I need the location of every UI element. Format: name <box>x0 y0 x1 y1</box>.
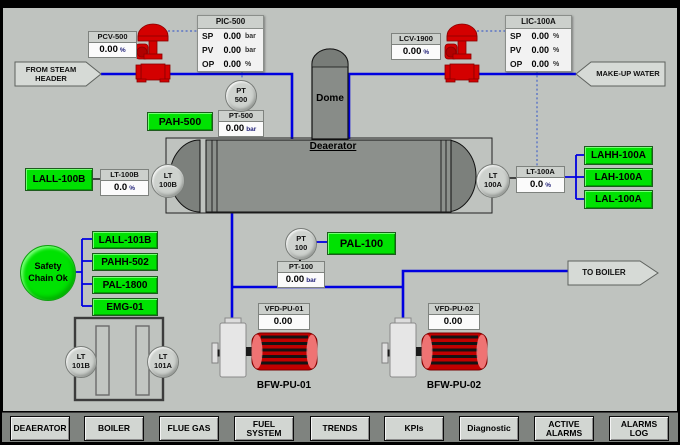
alarm-lah-100a: LAH-100A <box>584 168 653 187</box>
alarm-connectors <box>74 154 584 307</box>
tag-lcv1900: LCV-1900 0.00% <box>391 33 441 60</box>
tag-vfd-pu-01: VFD-PU-01 0.00 <box>258 303 310 330</box>
deaerator-vessel[interactable] <box>165 137 493 214</box>
pic500-op-row: OP 0.00 % <box>202 59 252 69</box>
make-up-water-arrow <box>575 61 666 87</box>
pump1-label: BFW-PU-01 <box>256 380 312 391</box>
alarm-emg-01: EMG-01 <box>92 298 158 316</box>
alarm-pal-100: PAL-100 <box>327 232 396 255</box>
nav-button-kpis[interactable]: KPIs <box>384 416 444 441</box>
lic100a-pv-row: PV 0.00 % <box>510 45 560 55</box>
signal-dashed-lines <box>168 30 538 166</box>
tag-lt100b: LT-100B 0.0% <box>100 169 149 196</box>
alarm-lal-100a: LAL-100A <box>584 190 653 209</box>
alarm-lall-101b: LALL-101B <box>92 231 158 249</box>
to-boiler-label: TO BOILER <box>582 268 626 277</box>
nav-button-trends[interactable]: TRENDS <box>310 416 370 441</box>
nav-button-deaerator[interactable]: DEAERATOR <box>10 416 70 441</box>
nav-button-flue-gas[interactable]: FLUE GAS <box>159 416 219 441</box>
from-steam-header-arrow <box>14 61 102 87</box>
tag-pcv500: PCV-500 0.00% <box>88 31 137 58</box>
pic500-pv-row: PV 0.00 bar <box>202 45 256 55</box>
controller-faceplate-pic500[interactable]: PIC-500 SP 0.00 bar PV 0.00 bar OP 0.00 … <box>197 15 264 72</box>
dome-label: Dome <box>316 93 344 104</box>
from-steam-header-label: FROM STEAM HEADER <box>25 64 77 83</box>
dome-shape <box>311 48 349 140</box>
alarm-pahh-502: PAHH-502 <box>92 253 158 271</box>
vessel-label: Deaerator <box>309 141 357 152</box>
flow-arrow-shapes <box>14 61 666 286</box>
control-valve-pcv500[interactable] <box>135 23 171 83</box>
lic100a-sp-row: SP 0.00 % <box>510 31 560 41</box>
tag-vfd-pu-02: VFD-PU-02 0.00 <box>428 303 480 330</box>
to-boiler-arrow <box>567 260 659 286</box>
pump-bfw-pu-01[interactable] <box>211 317 318 378</box>
lic100a-op-row: OP 0.00 % <box>510 59 560 69</box>
control-valve-lcv1900[interactable] <box>444 23 480 83</box>
alarm-lahh-100a: LAHH-100A <box>584 146 653 165</box>
alarm-lall-100b: LALL-100B <box>25 168 93 191</box>
nav-button-diagnostic[interactable]: Diagnostic <box>459 416 519 441</box>
pic500-sp-row: SP 0.00 bar <box>202 31 256 41</box>
alarm-pal-1800: PAL-1800 <box>92 276 158 294</box>
nav-button-boiler[interactable]: BOILER <box>84 416 144 441</box>
pic500-title: PIC-500 <box>198 16 263 29</box>
alarm-pah-500: PAH-500 <box>147 112 213 131</box>
pump2-label: BFW-PU-02 <box>426 380 482 391</box>
pump-bfw-pu-02[interactable] <box>381 317 488 378</box>
controller-faceplate-lic100a[interactable]: LIC-100A SP 0.00 % PV 0.00 % OP 0.00 % <box>505 15 572 72</box>
tag-lt100a: LT-100A 0.0% <box>516 166 565 193</box>
make-up-water-label: MAKE-UP WATER <box>596 69 660 79</box>
lic100a-title: LIC-100A <box>506 16 571 29</box>
safety-chain-status: Safety Chain Ok <box>20 245 76 301</box>
